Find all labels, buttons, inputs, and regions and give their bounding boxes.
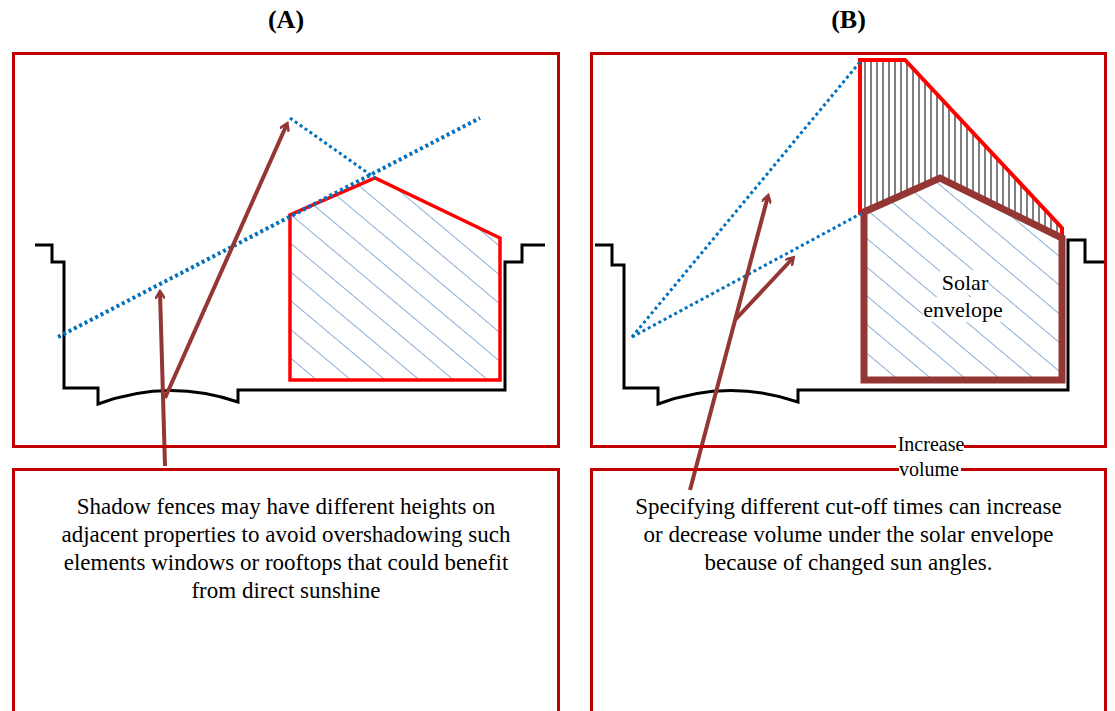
building-envelope	[290, 178, 500, 380]
caption-text: Shadow fences may have different heights…	[15, 471, 557, 605]
leader-arrow	[165, 124, 287, 398]
annotation-label: Increase volume	[880, 432, 980, 482]
panel-frame: (A)	[12, 52, 560, 448]
solar-envelope: Solar envelope	[863, 215, 1065, 383]
caption-box: Specifying different cut-off times can i…	[590, 468, 1107, 711]
sun-angle-line	[632, 62, 860, 337]
sun-angle-line	[58, 118, 480, 337]
caption-box: Shadow fences may have different heights…	[12, 468, 560, 711]
panel-frame: (B)Solar envelope	[590, 52, 1107, 448]
panel-heading: (B)	[593, 5, 1104, 35]
solar-envelope-shape	[864, 178, 1062, 380]
shape-label: Solar envelope	[863, 269, 1065, 323]
panel-heading: (A)	[15, 5, 557, 35]
sun-angle-line	[290, 118, 375, 178]
shape-label-text: Solar envelope	[923, 270, 1004, 322]
caption-text: Specifying different cut-off times can i…	[593, 471, 1104, 577]
leader-arrow	[735, 258, 793, 320]
annotation-text: Increase volume	[896, 433, 965, 480]
leader-arrow	[160, 292, 165, 466]
